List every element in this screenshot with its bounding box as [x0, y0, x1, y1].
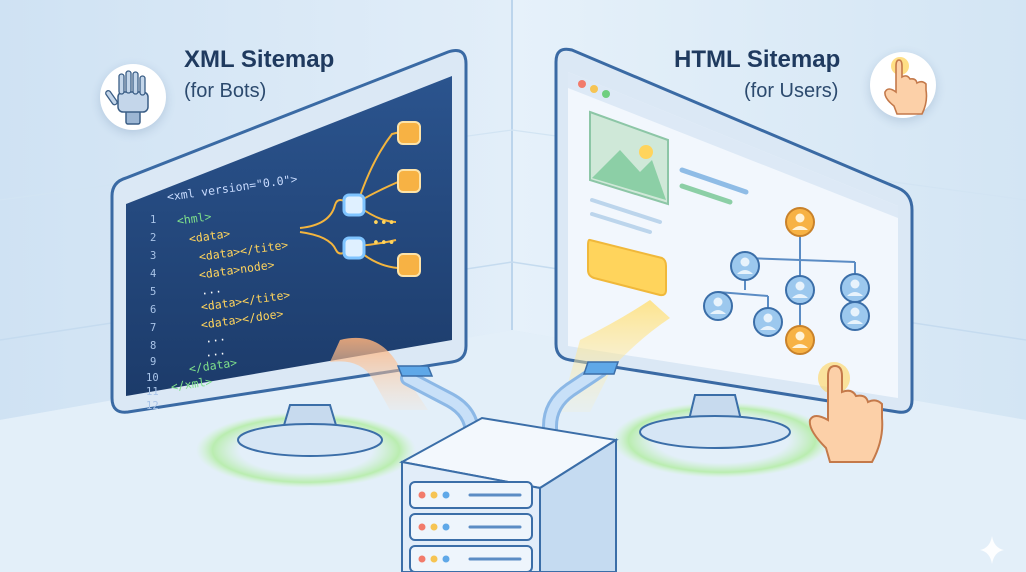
user-avatar-icon — [703, 291, 733, 321]
cta-button-shape — [587, 238, 667, 297]
tree-node-orange — [397, 253, 421, 277]
line-number: 2 — [150, 232, 157, 244]
pointing-hand-icon — [884, 57, 928, 115]
user-avatar-icon — [840, 301, 870, 331]
text-line — [679, 167, 749, 195]
line-number: 3 — [150, 250, 157, 262]
xml-beam — [330, 337, 428, 410]
user-avatar-orange-icon — [785, 207, 815, 237]
line-number: 5 — [150, 286, 157, 298]
pointing-hand-on-screen-icon — [808, 362, 884, 463]
line-number: 6 — [150, 304, 157, 316]
line-number: 10 — [146, 372, 159, 384]
robot-hand-badge — [100, 64, 166, 130]
line-number: 1 — [150, 214, 157, 226]
tree-node-blue — [342, 193, 366, 217]
tree-node-orange — [397, 121, 421, 145]
tree-ellipsis: ••• — [372, 236, 396, 251]
robot-hand-icon — [105, 70, 149, 125]
html-to-server-arrow — [542, 361, 620, 448]
browser-close-dot — [578, 80, 586, 88]
line-number: 9 — [150, 356, 157, 368]
xml-sitemap-title: XML Sitemap — [184, 46, 335, 73]
line-number: 12 — [146, 400, 159, 412]
sparkle-icon — [980, 536, 1004, 564]
html-sitemap-subtitle: (for Users) — [744, 80, 839, 102]
tree-node-orange — [397, 169, 421, 193]
tree-ellipsis: ••• — [372, 216, 396, 231]
user-avatar-icon — [785, 275, 815, 305]
user-avatar-orange-icon — [785, 325, 815, 355]
html-sitemap-title: HTML Sitemap — [674, 46, 841, 73]
text-line — [679, 183, 733, 205]
tree-node-blue — [342, 236, 366, 260]
xml-monitor — [110, 49, 468, 457]
pointing-hand-badge — [870, 52, 936, 118]
line-number: 8 — [150, 340, 157, 352]
user-avatar-icon — [730, 251, 760, 281]
xml-sitemap-subtitle: (for Bots) — [184, 80, 267, 102]
xml-code-screen — [126, 76, 452, 396]
xml-tree-nodes — [342, 121, 421, 277]
user-avatar-icon — [753, 307, 783, 337]
line-number: 11 — [146, 386, 159, 398]
user-avatar-icon — [840, 273, 870, 303]
line-number: 4 — [150, 268, 157, 280]
server-tower — [399, 416, 619, 572]
browser-min-dot — [590, 85, 598, 93]
line-number: 7 — [150, 322, 157, 334]
browser-max-dot — [602, 90, 610, 98]
